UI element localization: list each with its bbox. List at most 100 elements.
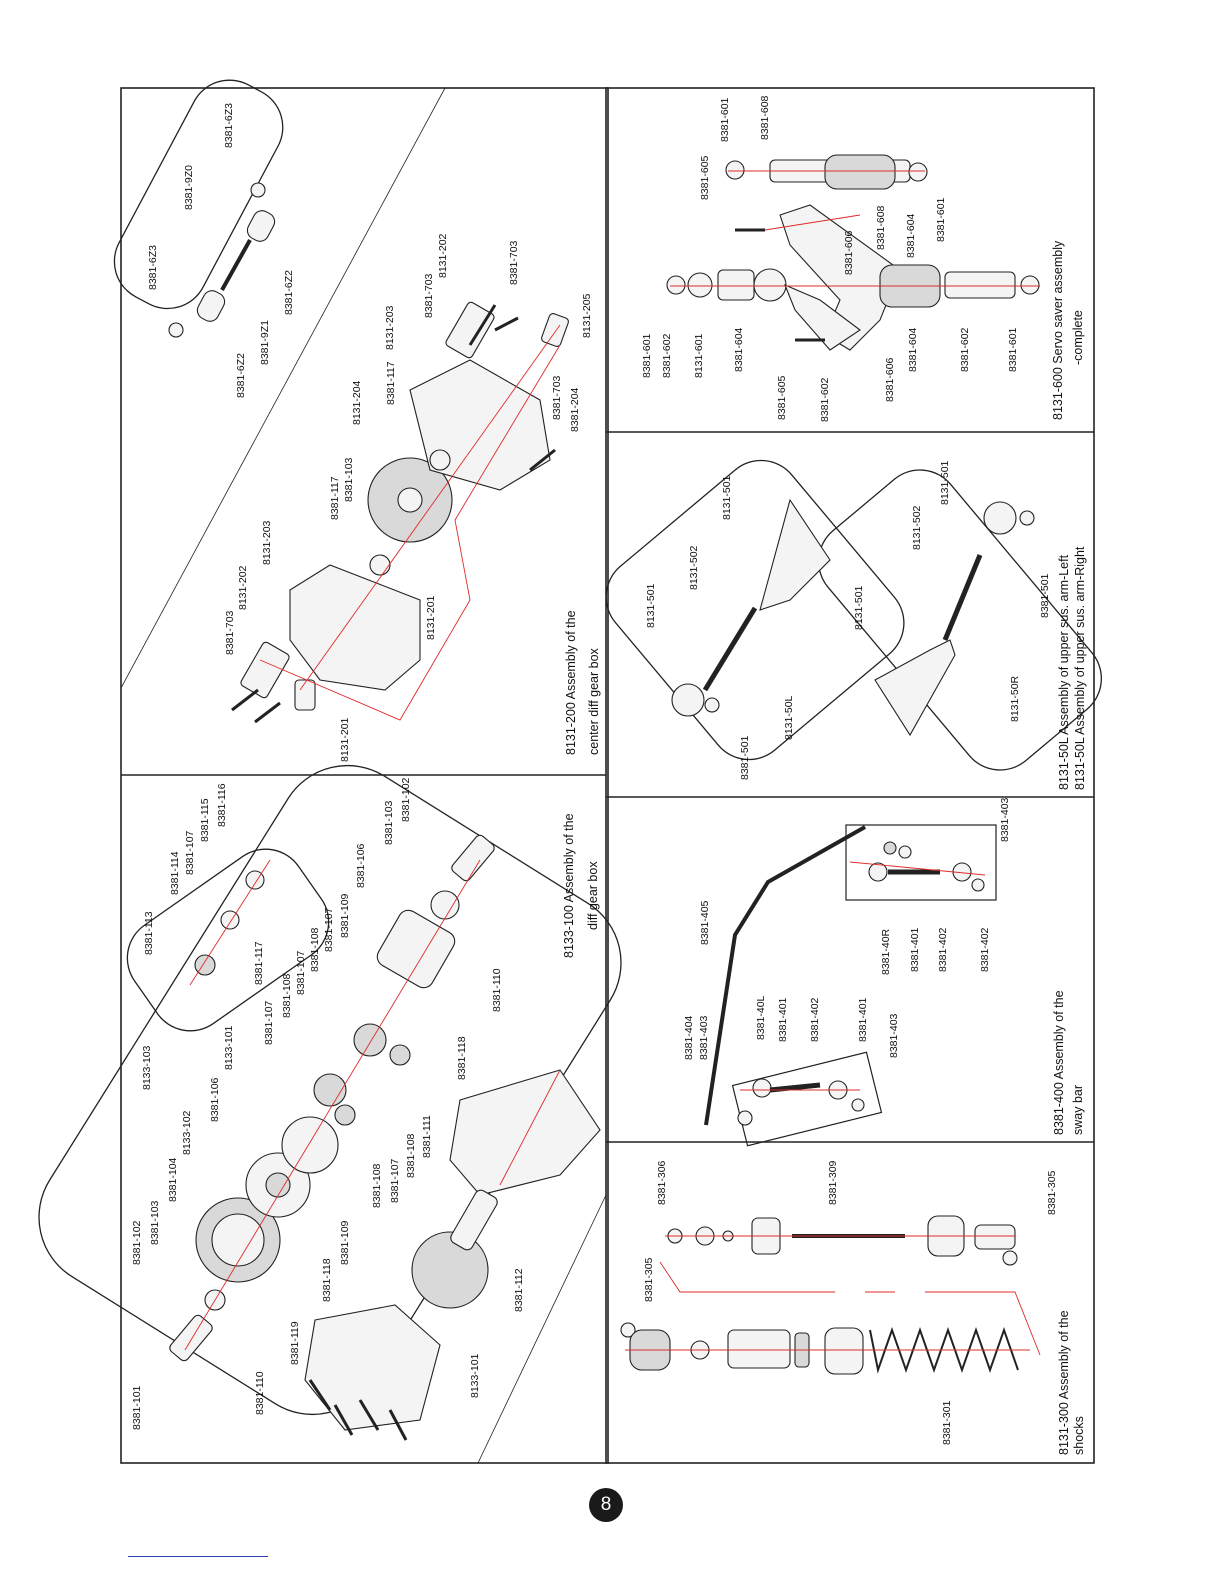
label-8381-107: 8381-107 (389, 1158, 401, 1203)
label-8381-108: 8381-108 (309, 927, 321, 972)
label-8131-203: 8131-203 (261, 520, 273, 565)
label-8133-101: 8133-101 (223, 1025, 235, 1070)
label-8131-501: 8131-501 (721, 475, 733, 520)
label-8381-107: 8381-107 (323, 907, 335, 952)
upper-sus-arm-diagram: 8131-50L Assembly of upper sus. arm-Left… (605, 459, 1102, 790)
servo-saver-diagram: 8131-600 Servo saver assembly -complete … (641, 95, 1085, 422)
label-8381-608: 8381-608 (875, 205, 887, 250)
page-number: 8 (589, 1488, 623, 1522)
servo-saver-title-2: -complete (1071, 310, 1085, 365)
label-8381-102: 8381-102 (400, 777, 412, 822)
label-8381-602: 8381-602 (959, 327, 971, 372)
label-8381-305: 8381-305 (1046, 1170, 1058, 1215)
label-8381-6Z2: 8381-6Z2 (283, 270, 295, 315)
label-8131-501: 8131-501 (939, 460, 951, 505)
label-8381-501: 8381-501 (739, 735, 751, 780)
label-8381-117: 8381-117 (329, 476, 341, 520)
label-8381-309: 8381-309 (827, 1160, 839, 1205)
shocks-diagram: 8131-300 Assembly of the shocks 8381-306… (620, 1160, 1086, 1455)
diff-gear-box-title-2: diff gear box (586, 861, 600, 930)
label-8381-6Z3: 8381-6Z3 (147, 245, 159, 290)
label-8381-306: 8381-306 (656, 1160, 668, 1205)
label-8381-107: 8381-107 (263, 1000, 275, 1045)
label-8381-604: 8381-604 (733, 327, 745, 372)
label-8381-401: 8381-401 (909, 927, 921, 972)
center-diff-diagram: 8131-200 Assembly of the center diff gea… (113, 79, 601, 762)
label-8381-305: 8381-305 (643, 1257, 655, 1302)
label-8381-6Z2: 8381-6Z2 (235, 353, 247, 398)
label-8381-113: 8381-113 (143, 911, 155, 955)
servo-saver-title-1: 8131-600 Servo saver assembly (1051, 240, 1065, 420)
label-8381-108: 8381-108 (405, 1133, 417, 1178)
label-8381-9Z0: 8381-9Z0 (183, 165, 195, 210)
label-8381-608: 8381-608 (759, 95, 771, 140)
label-8381-604: 8381-604 (905, 213, 917, 258)
label-8131-202: 8131-202 (437, 233, 449, 278)
label-8381-117: 8381-117 (253, 941, 265, 985)
label-8381-103: 8381-103 (343, 457, 355, 502)
label-8381-703: 8381-703 (508, 240, 520, 285)
label-8381-108: 8381-108 (371, 1163, 383, 1208)
label-8381-110: 8381-110 (491, 968, 503, 1012)
label-8381-703: 8381-703 (224, 610, 236, 655)
label-8381-601: 8381-601 (935, 197, 947, 242)
label-8381-703: 8381-703 (423, 273, 435, 318)
label-8381-606: 8381-606 (843, 230, 855, 275)
label-8381-703: 8381-703 (551, 375, 563, 420)
label-8381-114: 8381-114 (169, 851, 181, 895)
label-8381-403: 8381-403 (999, 797, 1011, 842)
center-diff-title-2: center diff gear box (587, 647, 601, 755)
label-8381-118: 8381-118 (456, 1036, 468, 1080)
label-8131-502: 8131-502 (688, 545, 700, 590)
label-8381-301: 8381-301 (941, 1400, 953, 1445)
shocks-title-1: 8131-300 Assembly of the (1057, 1310, 1071, 1455)
center-diff-title-1: 8131-200 Assembly of the (564, 610, 578, 755)
sway-bar-title-1: 8381-400 Assembly of the (1052, 990, 1066, 1135)
label-8381-106: 8381-106 (209, 1077, 221, 1122)
label-8131-204: 8131-204 (351, 380, 363, 425)
label-8133-102: 8133-102 (181, 1110, 193, 1155)
label-8381-601: 8381-601 (719, 97, 731, 142)
label-8381-602: 8381-602 (819, 377, 831, 422)
diff-gear-box-title-1: 8133-100 Assembly of the (562, 813, 576, 958)
label-8381-117: 8381-117 (385, 361, 397, 405)
label-8131-50R: 8131-50R (1009, 675, 1021, 722)
label-8381-107: 8381-107 (184, 830, 196, 875)
label-8381-40R: 8381-40R (880, 928, 892, 975)
sway-bar-diagram: 8381-400 Assembly of the sway bar 8381-4… (683, 797, 1085, 1147)
shocks-title-2: shocks (1072, 1416, 1086, 1455)
label-8381-9Z1: 8381-9Z1 (259, 320, 271, 365)
label-8381-109: 8381-109 (339, 1220, 351, 1265)
label-8381-402: 8381-402 (809, 997, 821, 1042)
label-8381-103: 8381-103 (149, 1200, 161, 1245)
label-8381-108: 8381-108 (281, 973, 293, 1018)
upper-sus-arm-title-1: 8131-50L Assembly of upper sus. arm-Left (1057, 554, 1071, 790)
label-8131-501: 8131-501 (853, 585, 865, 630)
label-8381-401: 8381-401 (777, 997, 789, 1042)
label-8381-119: 8381-119 (289, 1321, 301, 1365)
label-8381-106: 8381-106 (355, 843, 367, 888)
label-8131-502: 8131-502 (911, 505, 923, 550)
label-8133-103: 8133-103 (141, 1045, 153, 1090)
label-8131-50L: 8131-50L (783, 695, 795, 740)
label-8381-605: 8381-605 (776, 375, 788, 420)
label-8381-404: 8381-404 (683, 1015, 695, 1060)
label-8381-112: 8381-112 (513, 1268, 525, 1312)
label-8381-104: 8381-104 (167, 1157, 179, 1202)
label-8381-110: 8381-110 (254, 1371, 266, 1415)
diff-gear-box-diagram: 8133-100 Assembly of the diff gear box 8… (38, 764, 622, 1441)
label-8381-6Z3: 8381-6Z3 (223, 103, 235, 148)
label-8381-102: 8381-102 (131, 1220, 143, 1265)
label-8381-601: 8381-601 (641, 333, 653, 378)
label-8381-401: 8381-401 (857, 997, 869, 1042)
label-8131-501: 8131-501 (645, 583, 657, 628)
label-8381-115: 8381-115 (199, 798, 211, 842)
label-8131-201: 8131-201 (339, 717, 351, 762)
label-8381-40L: 8381-40L (755, 995, 767, 1040)
label-8133-101: 8133-101 (469, 1353, 481, 1398)
label-8381-116: 8381-116 (216, 783, 228, 827)
label-8381-107: 8381-107 (295, 950, 307, 995)
footer-link-underline[interactable] (128, 1556, 268, 1557)
label-8381-405: 8381-405 (699, 900, 711, 945)
label-8381-601: 8381-601 (1007, 327, 1019, 372)
